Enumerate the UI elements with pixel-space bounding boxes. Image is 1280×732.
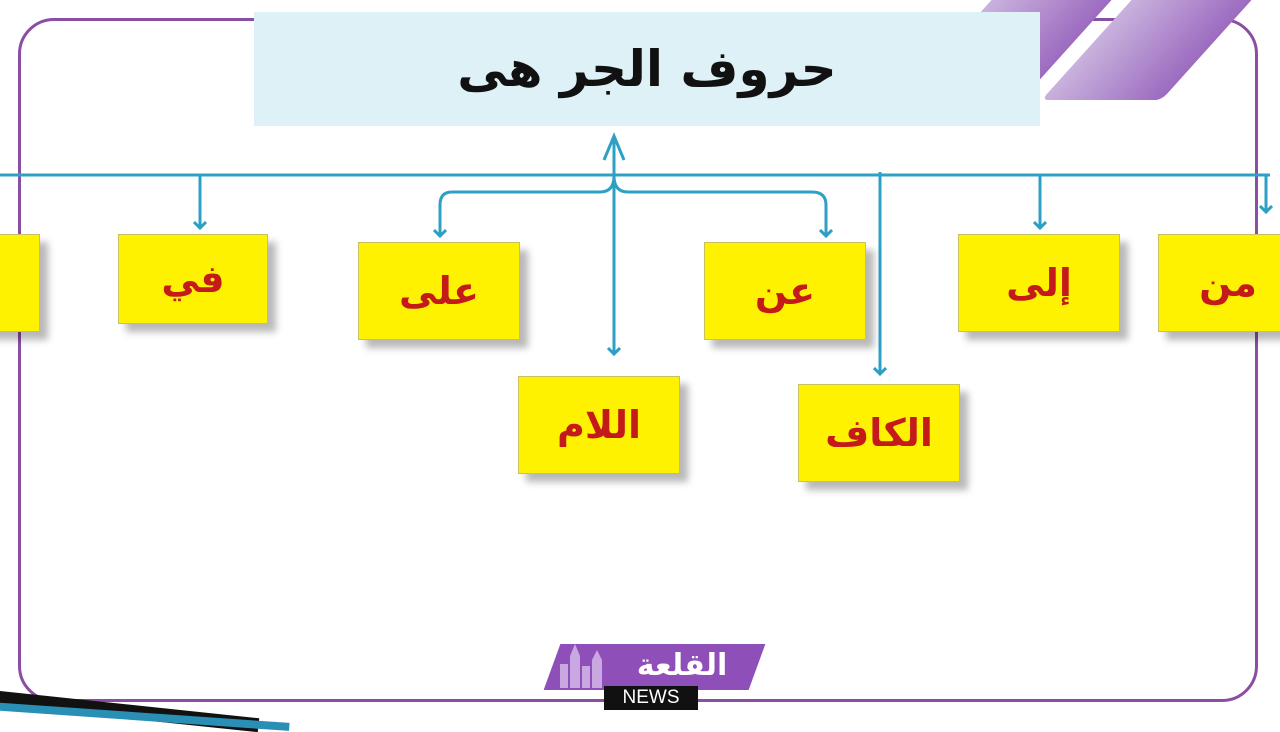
diagram-title: حروف الجر هى: [457, 40, 837, 98]
arrow-to-ala: [440, 175, 616, 236]
logo-news-label: NEWS: [622, 687, 680, 708]
preposition-box-min: من: [1158, 234, 1280, 332]
partial-box-left: [0, 234, 40, 332]
preposition-box-ala: على: [358, 242, 520, 340]
castle-icon: [560, 644, 602, 688]
arrow-to-an: [612, 175, 826, 236]
logo-news-background: [604, 686, 698, 710]
preposition-box-fi: في: [118, 234, 268, 324]
arrow-to-title-head: [602, 132, 626, 161]
site-logo: القلعة NEWS: [543, 636, 772, 714]
preposition-box-an: عن: [704, 242, 866, 340]
logo-arabic-name: القلعة: [636, 648, 728, 683]
preposition-box-lam: اللام: [518, 376, 680, 474]
preposition-box-kaf: الكاف: [798, 384, 960, 482]
title-band: [254, 12, 1040, 126]
preposition-box-ila: إلى: [958, 234, 1120, 332]
